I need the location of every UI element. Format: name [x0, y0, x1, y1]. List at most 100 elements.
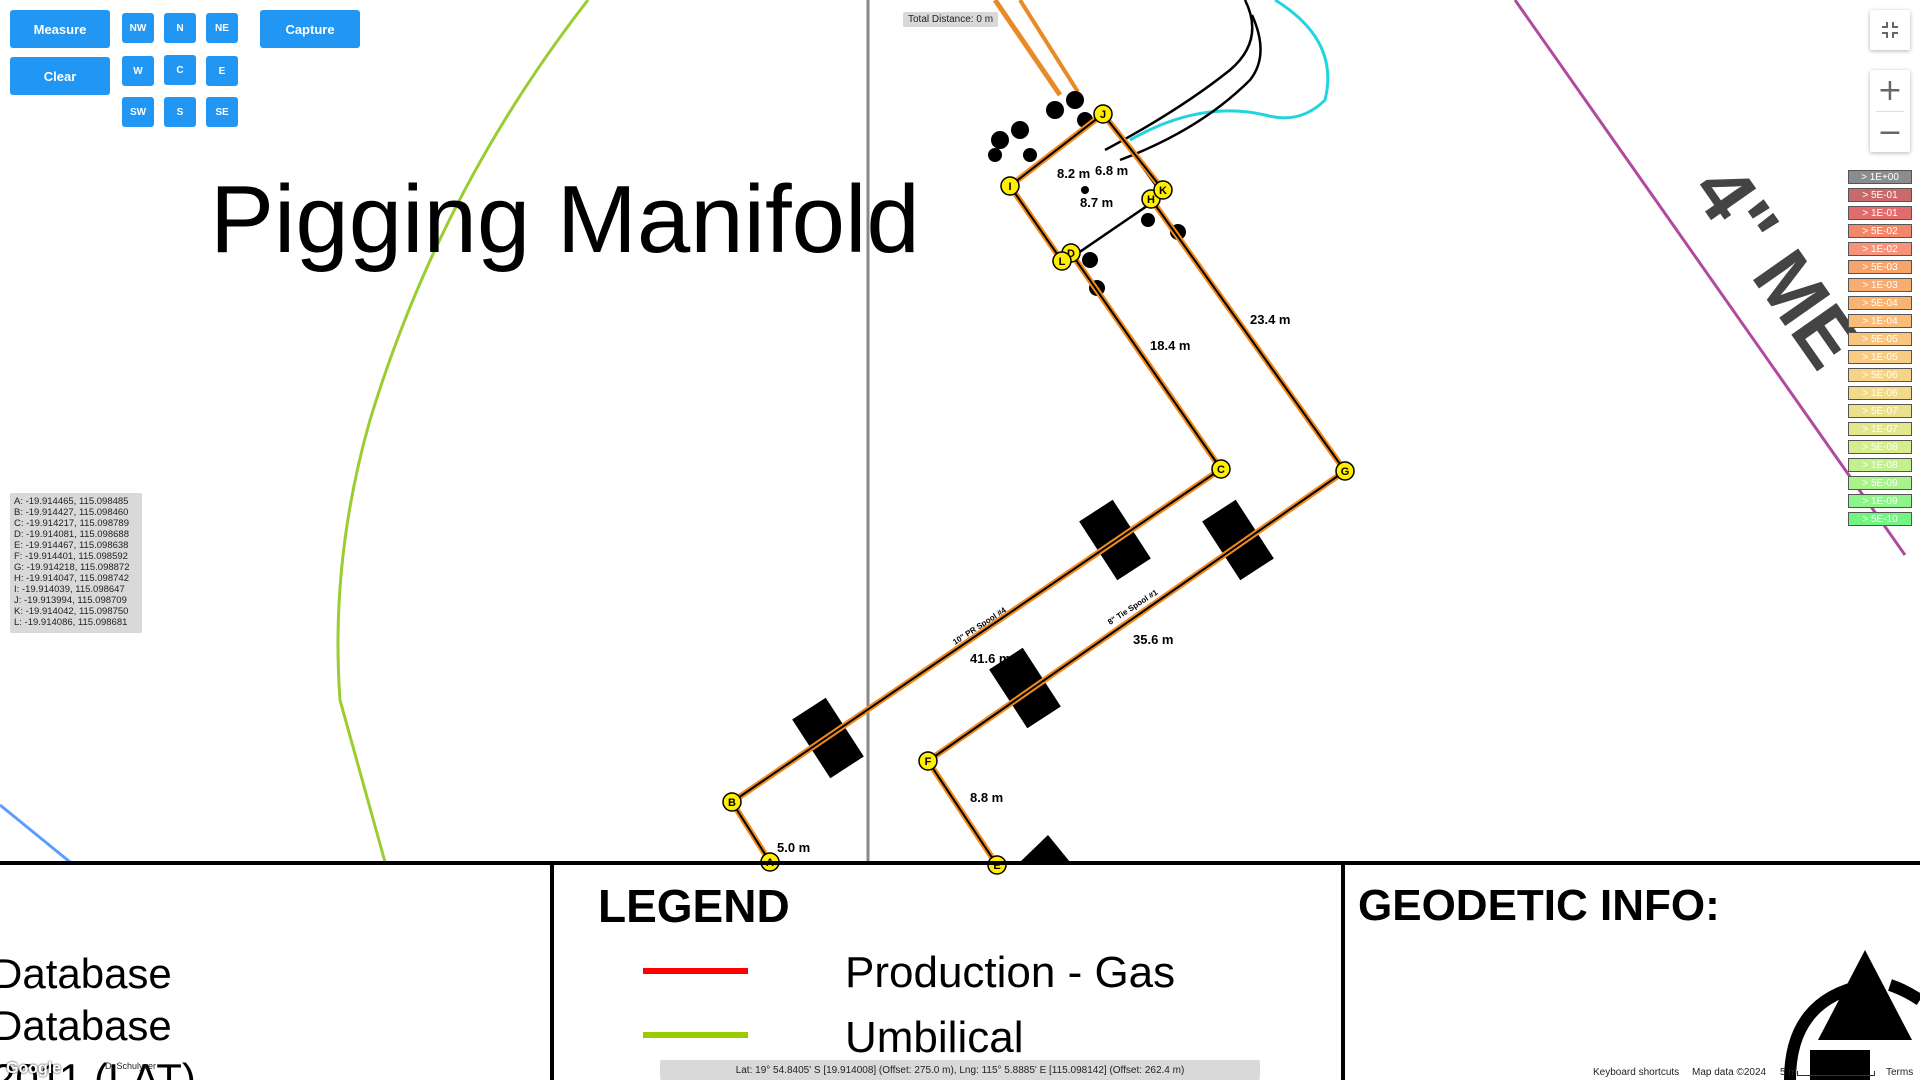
scale-legend-item: > 1E-05 [1848, 350, 1912, 364]
legend-label-umbilical: Umbilical [845, 1013, 1023, 1062]
point-label: K [1159, 185, 1167, 197]
clear-button[interactable]: Clear [10, 57, 110, 95]
pipe-label: 10" PR Spool #4 [951, 605, 1008, 646]
scale-legend-item: > 1E-01 [1848, 206, 1912, 220]
coordinate-row: K: -19.914042, 115.098750 [14, 606, 129, 617]
coordinate-row: E: -19.914467, 115.098638 [14, 540, 129, 551]
segment-distance-label: 8.2 m [1057, 166, 1090, 181]
pan-center-button[interactable]: C [164, 55, 196, 85]
scale-legend-item: > 5E-04 [1848, 296, 1912, 310]
drawing-title: Pigging Manifold [210, 166, 920, 273]
coordinate-row: I: -19.914039, 115.098647 [14, 584, 125, 595]
scale-legend-item: > 5E-03 [1848, 260, 1912, 274]
scale-legend-item: > 1E-06 [1848, 386, 1912, 400]
point-marker[interactable] [1052, 251, 1072, 271]
pipeline-line-black [1119, 14, 1262, 162]
pan-w-button[interactable]: W [122, 56, 154, 86]
pan-se-button[interactable]: SE [206, 97, 238, 127]
pan-nw-button[interactable]: NW [122, 13, 154, 43]
point-label: H [1147, 194, 1155, 206]
point-marker[interactable] [722, 792, 742, 812]
measurement-point-j[interactable]: J [1093, 104, 1113, 124]
point-marker[interactable] [1335, 461, 1355, 481]
keyboard-shortcuts-link[interactable]: Keyboard shortcuts [1593, 1067, 1680, 1078]
scale-legend-item: > 5E-06 [1848, 368, 1912, 382]
zoom-in-button[interactable]: + [1877, 72, 1903, 108]
zoom-out-button[interactable]: − [1877, 114, 1903, 150]
point-label: B [728, 797, 736, 809]
point-marker[interactable] [918, 751, 938, 771]
segment-distance-label: 5.0 m [777, 840, 810, 855]
measurement-point-b[interactable]: B [722, 792, 742, 812]
scale-legend-item: > 5E-01 [1848, 188, 1912, 202]
measurement-segment [1150, 198, 1346, 472]
measurement-segment [1070, 252, 1222, 470]
pan-s-button[interactable]: S [164, 97, 196, 127]
scale-label[interactable]: 5 m [1780, 1067, 1797, 1078]
zoom-control[interactable]: + − [1870, 70, 1910, 152]
pan-e-button[interactable]: E [206, 56, 238, 86]
title-block-row: Database [0, 950, 172, 997]
segment-distance-label: 8.7 m [1080, 195, 1113, 210]
measurement-segment [1102, 113, 1164, 191]
scale-legend-item: > 5E-09 [1848, 476, 1912, 490]
measurement-point-l[interactable]: L [1052, 251, 1072, 271]
point-marker[interactable] [1000, 176, 1020, 196]
coordinate-row: C: -19.914217, 115.098789 [14, 518, 129, 529]
point-marker[interactable] [1211, 459, 1231, 479]
measurement-point-c[interactable]: C [1211, 459, 1231, 479]
measurement-point-g[interactable]: G [1335, 461, 1355, 481]
title-block-row: 2011 (LAT) [0, 1055, 196, 1080]
coordinate-row: B: -19.914427, 115.098460 [14, 507, 129, 518]
orange-pipe-top [992, 0, 1063, 97]
measurement-point-k[interactable]: K [1153, 180, 1173, 200]
point-label: G [1341, 466, 1350, 478]
scale-legend-item: > 5E-08 [1848, 440, 1912, 454]
measure-button[interactable]: Measure [10, 10, 110, 48]
segment-distance-label: 8.8 m [970, 790, 1003, 805]
capture-button[interactable]: Capture [260, 10, 360, 48]
legend-heading: LEGEND [598, 880, 790, 932]
pan-sw-button[interactable]: SW [122, 97, 154, 127]
measurement-point-f[interactable]: F [918, 751, 938, 771]
watermark-text: D. Schulyzer [105, 1061, 157, 1071]
pan-ne-button[interactable]: NE [206, 13, 238, 43]
scale-legend-item: > 1E-04 [1848, 314, 1912, 328]
pan-n-button[interactable]: N [164, 13, 196, 43]
pipeline-line-black [1104, 0, 1254, 152]
segment-distance-label: 35.6 m [1133, 632, 1173, 647]
segment-distance-label: 18.4 m [1150, 338, 1190, 353]
scale-legend-item: > 1E-03 [1848, 278, 1912, 292]
total-distance-label: Total Distance: 0 m [903, 12, 999, 27]
coordinate-row: F: -19.914401, 115.098592 [14, 551, 128, 562]
point-label: J [1100, 109, 1106, 121]
orange-pipe-top [1018, 0, 1080, 94]
measurement-segment [1009, 113, 1104, 187]
measurement-points[interactable]: ABCDEFGHIJKL [722, 104, 1355, 875]
point-label: C [1217, 464, 1225, 476]
terms-link[interactable]: Terms [1886, 1067, 1914, 1078]
pipeline-line-cyan [1129, 0, 1330, 142]
measurement-segment [927, 470, 1346, 762]
scale-legend-item: > 1E-02 [1848, 242, 1912, 256]
pipe-clamp [792, 499, 1274, 862]
fullscreen-icon[interactable] [1870, 10, 1910, 50]
pipeline-line-magenta [1513, 0, 1907, 556]
north-arrow-icon [1784, 950, 1920, 1080]
coordinate-row: H: -19.914047, 115.098742 [14, 573, 129, 584]
segment-distance-label: 6.8 m [1095, 163, 1128, 178]
point-marker[interactable] [1093, 104, 1113, 124]
geodetic-heading: GEODETIC INFO: [1358, 881, 1720, 930]
segment-distance-label: 23.4 m [1250, 312, 1290, 327]
point-label: E [993, 860, 1000, 872]
measurement-point-i[interactable]: I [1000, 176, 1020, 196]
cursor-coordinates-bar: Lat: 19° 54.8405' S [19.914008] (Offset:… [660, 1060, 1260, 1080]
point-label: D [1067, 248, 1075, 260]
point-label: I [1008, 181, 1011, 193]
scale-legend-item: > 5E-10 [1848, 512, 1912, 526]
point-marker[interactable] [1153, 180, 1173, 200]
fullscreen-control[interactable] [1870, 10, 1910, 50]
coordinate-row: G: -19.914218, 115.098872 [14, 562, 130, 573]
